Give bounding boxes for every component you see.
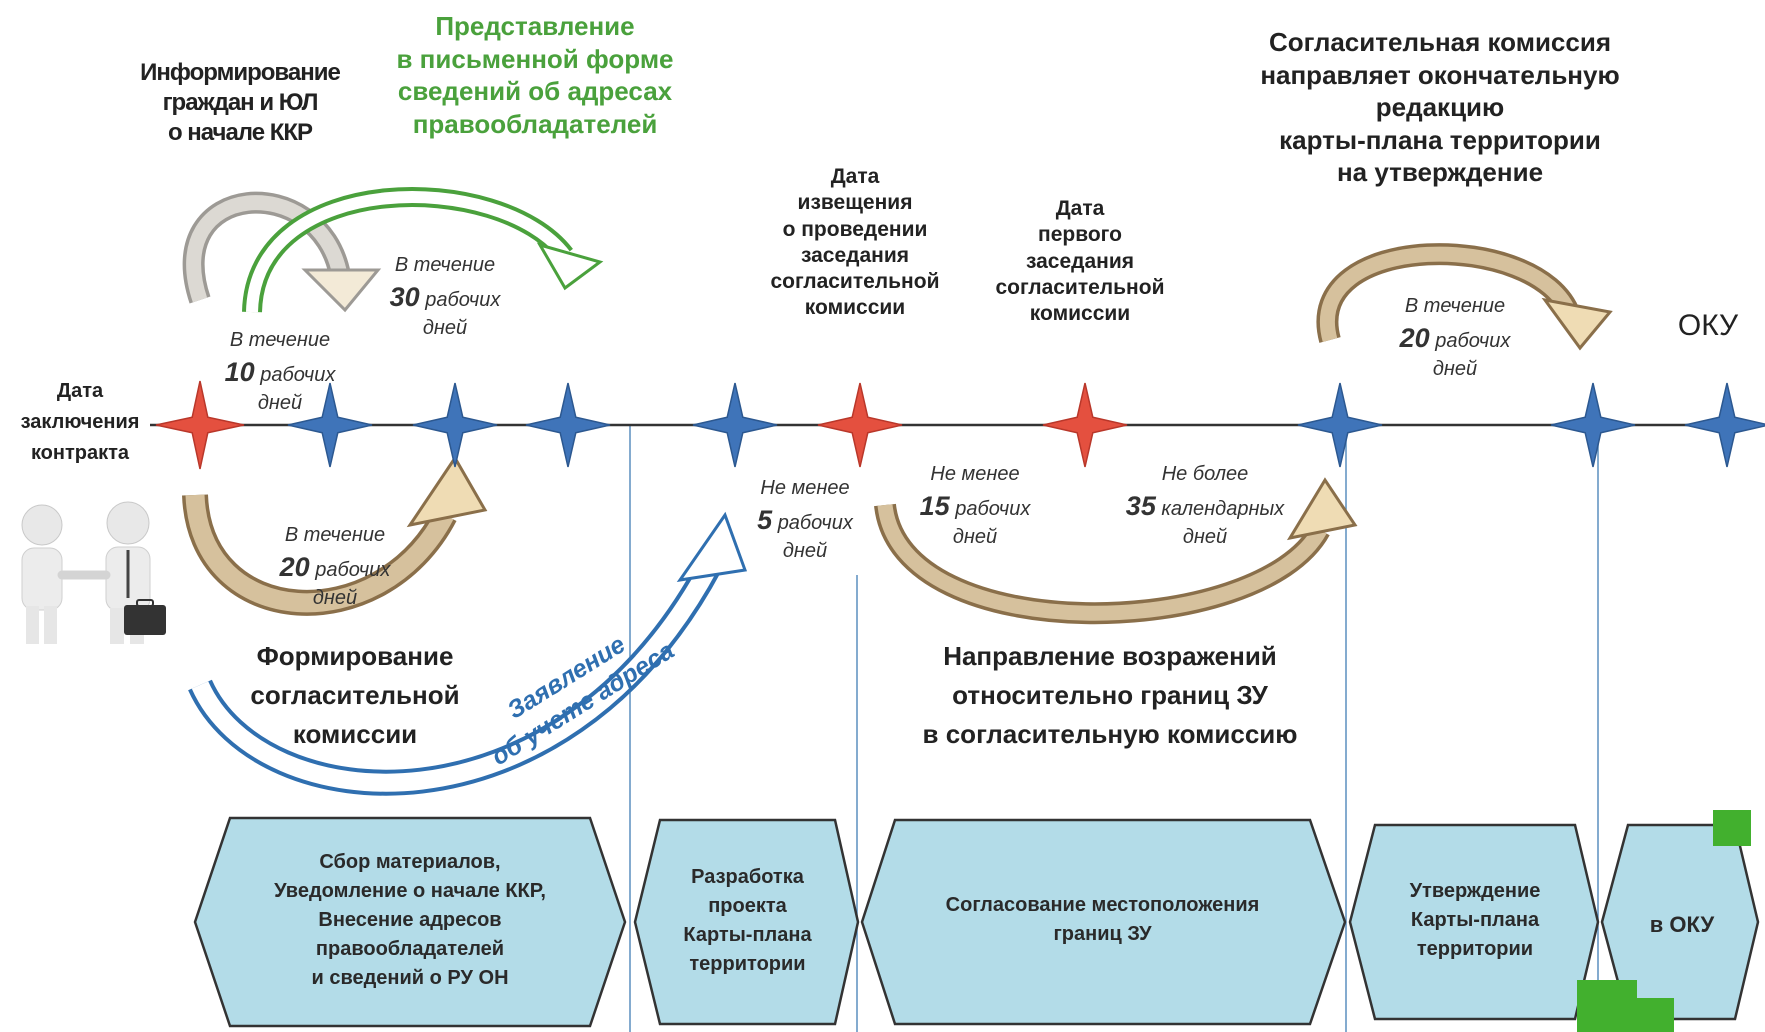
tan-arrow-objections [874,477,1358,625]
green-arrow [242,187,604,313]
phase-arrow-collection [193,816,627,1028]
label-oku: ОКУ [1677,309,1739,342]
tan-arrow-formation [182,455,488,616]
phase-label-development: Разработка проекта Карты-плана территори… [683,866,812,975]
label-first-meeting-date: Дата первого заседания согласительной ко… [995,197,1165,325]
milestone-star-5 [692,382,778,468]
label-contract-date: Дата заключения контракта [20,380,140,464]
green-squares [1577,810,1751,1032]
gray-arrow [182,191,382,313]
label-informing: Информирование граждан и ЮЛ о начале ККР [140,59,341,146]
phase-label-collection: Сбор материалов, Уведомление о начале КК… [274,851,546,989]
phase-label-oku: в ОКУ [1649,912,1715,937]
milestone-star-6 [817,382,903,468]
phase-label-approval-map: Утверждение Карты-плана территории [1409,880,1541,960]
label-objections: Направление возражений относительно гран… [922,641,1298,749]
milestone-star-7 [1042,382,1128,468]
tan-arrow-approval [1316,243,1613,351]
phase-arrow-development [633,818,860,1026]
milestone-stars [155,380,1765,470]
blue-outline-arrow [188,511,748,796]
milestone-star-1 [155,380,245,470]
phase-label-approval-location: Согласование местоположения границ ЗУ [945,894,1260,945]
phase-band [193,816,1760,1028]
phase-arrow-approval-location [860,818,1347,1026]
label-notice-date: Дата извещения о проведении заседания со… [770,165,940,320]
label-submission: Представление в письменной форме сведени… [396,11,674,139]
phase-arrow-approval-map [1348,823,1600,1021]
milestone-star-9 [1550,382,1636,468]
handshake-figures [21,501,166,644]
milestone-star-10 [1684,382,1765,468]
label-formation: Формирование согласительной комиссии [250,641,460,749]
milestone-star-4 [525,382,611,468]
label-commission-final: Согласительная комиссия направляет оконч… [1260,27,1620,187]
milestone-star-2 [287,382,373,468]
milestone-star-8 [1297,382,1383,468]
milestone-star-3 [412,382,498,468]
